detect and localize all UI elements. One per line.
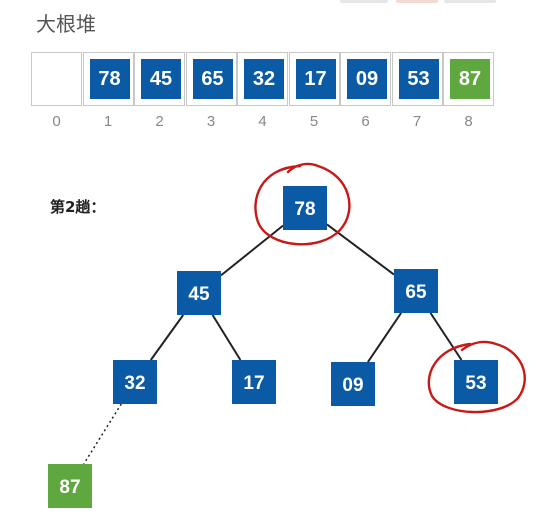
- tree-node-label: 45: [188, 284, 210, 305]
- tree-node-label: 65: [405, 282, 427, 303]
- tree-node-label: 87: [59, 477, 80, 498]
- top-edge-strip-1: [340, 0, 388, 3]
- top-edge-strip-3: [444, 0, 496, 3]
- page-title: 大根堆: [36, 12, 96, 36]
- tree-edge-n3-n7: [429, 312, 463, 361]
- tree-node-label: 09: [342, 375, 363, 396]
- array-cell-7: 53: [391, 52, 443, 106]
- array-value-3: 65: [192, 59, 233, 99]
- tree-node-box: [331, 362, 375, 406]
- array-cell-1: 78: [82, 52, 134, 106]
- array-cell-8: 87: [443, 52, 494, 106]
- array-cell-0: [31, 52, 82, 106]
- tree-node-65: 65: [394, 269, 438, 313]
- array-cell-6: 09: [340, 52, 391, 106]
- tree-node-45: 45: [177, 271, 221, 315]
- tree-node-09: 09: [331, 362, 375, 406]
- tree-node-label: 53: [465, 373, 486, 394]
- tree-node-53: 53: [454, 360, 498, 404]
- array-value-6: 09: [347, 59, 387, 99]
- array-value-7: 53: [398, 59, 439, 99]
- tree-node-label: 17: [243, 373, 264, 394]
- array-index-0: 0: [52, 113, 61, 130]
- tree-node-17: 17: [232, 360, 276, 404]
- array-cell-2: 45: [134, 52, 185, 106]
- circle-annotation-53: [427, 340, 526, 414]
- array-value-5: 17: [295, 59, 336, 99]
- tree-edge-n3-n6: [367, 312, 402, 363]
- tree-node-box: [113, 360, 157, 404]
- array-index-5: 5: [309, 113, 319, 130]
- array-index-4: 4: [258, 113, 267, 130]
- array-index-3: 3: [206, 113, 216, 130]
- array-index-1: 1: [103, 113, 113, 130]
- tree-node-box: [177, 271, 221, 315]
- pass-label: 第2趟：: [50, 198, 106, 216]
- array-index-6: 6: [361, 113, 370, 130]
- array-value-4: 32: [244, 59, 284, 99]
- tree-node-78: 78: [283, 186, 327, 230]
- circle-annotation-78: [254, 162, 351, 246]
- tree-node-32: 32: [113, 360, 157, 404]
- tree-edge-n2-n5: [211, 314, 242, 361]
- tree-node-box: [232, 360, 276, 404]
- tree-node-box: [454, 360, 498, 404]
- array-index-2: 2: [155, 113, 164, 130]
- array-value-8: 87: [450, 59, 490, 99]
- tree-node-label: 78: [294, 199, 315, 220]
- array-value-2: 45: [141, 59, 181, 99]
- tree-node-box: [48, 464, 92, 508]
- tree-edge-n1-n2: [220, 224, 284, 277]
- tree-node-box: [283, 186, 327, 230]
- tree-edge-n4-n8: [83, 403, 122, 465]
- array-cell-3: 65: [185, 52, 237, 106]
- array-value-1: 78: [89, 59, 130, 99]
- tree-edge-n2-n4: [150, 314, 184, 361]
- tree-node-label: 32: [124, 373, 145, 394]
- array-cell-5: 17: [288, 52, 340, 106]
- array-index-8: 8: [464, 113, 473, 130]
- heap-array: 78 45 65 32 17 09 53 87: [31, 52, 496, 108]
- array-index-7: 7: [412, 113, 422, 130]
- top-edge-strip-2: [396, 0, 438, 3]
- tree-node-87: 87: [48, 464, 92, 508]
- tree-node-box: [394, 269, 438, 313]
- array-cell-4: 32: [237, 52, 288, 106]
